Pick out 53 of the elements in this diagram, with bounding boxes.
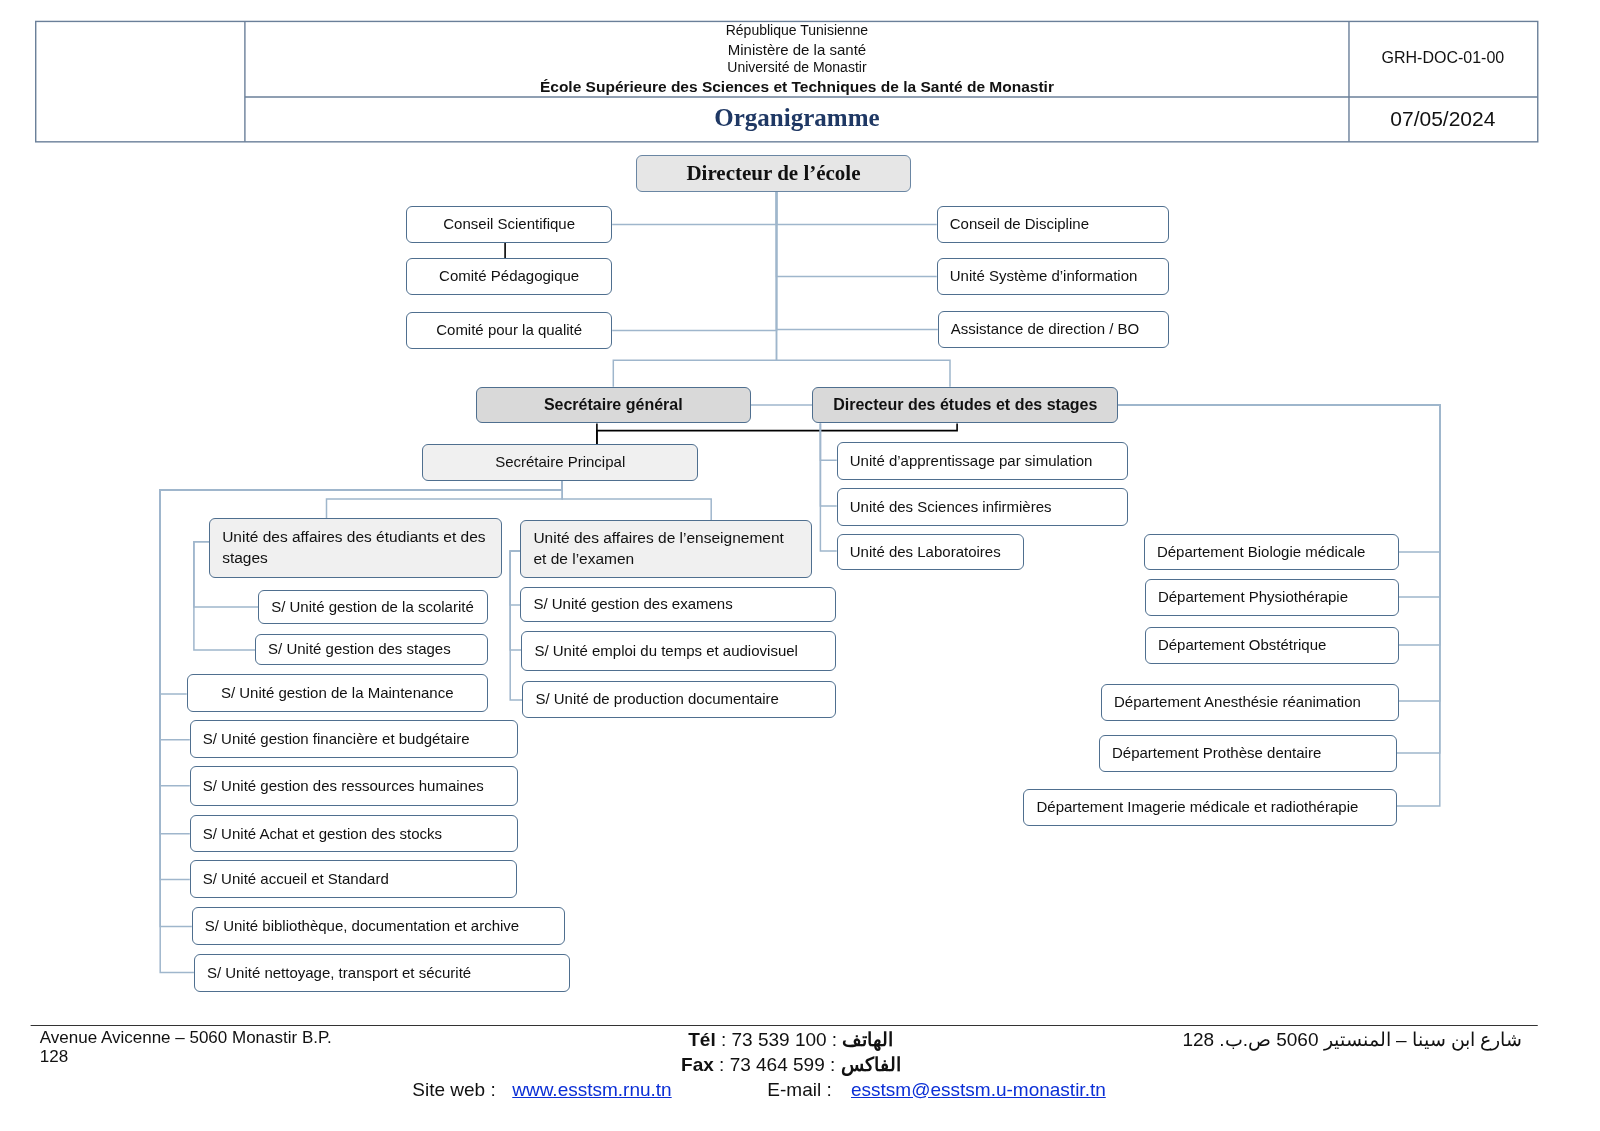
unit-box: Unité des affaires de l’enseignement et de l’examen: [520, 520, 813, 578]
header-text: Ministère de la santé: [727, 40, 867, 58]
manager-box: Directeur des études et des stages: [812, 386, 1119, 424]
unit-box: S/ Unité gestion des examens: [520, 586, 836, 623]
connector-line: [819, 422, 838, 552]
unit-box: S/ Unité bibliothèque, documentation et archive: [191, 907, 566, 945]
unit-box: S/ Unité emploi du temps et audiovisuel: [521, 630, 836, 672]
unit-box: S/ Unité gestion de la scolarité: [258, 589, 488, 625]
unit-box: S/ Unité gestion des ressources humaines: [189, 766, 519, 807]
email-label: E-mail :: [767, 1078, 832, 1101]
header-text: Université de Monastir: [727, 59, 867, 76]
connector-line: [193, 541, 256, 651]
web-link: www.esstsm.rnu.tn: [512, 1078, 672, 1101]
unit-box: S/ Unité gestion financière et budgétaire: [189, 720, 519, 759]
unit-box: S/ Unité nettoyage, transport et sécurité: [193, 954, 571, 992]
title: Organigramme: [714, 104, 880, 133]
unit-box: S/ Unité Achat et gestion des stocks: [189, 815, 519, 853]
unit-box: Assistance de direction / BO: [937, 311, 1170, 348]
unit-box: Département Imagerie médicale et radiothérapie: [1023, 788, 1397, 826]
unit-box: Département Anesthésie réanimation: [1101, 683, 1399, 722]
unit-box: Conseil Scientifique: [406, 206, 613, 243]
secretary-box: Secrétaire Principal: [422, 443, 698, 481]
unit-box: Département Biologie médicale: [1143, 533, 1399, 571]
connector-line: [775, 191, 951, 388]
address-text: Avenue Avicenne – 5060 Monastir B.P. 128: [39, 1027, 333, 1067]
address-text: شارع ابن سينا – المنستير 5060 ص.ب. 128: [1182, 1027, 1523, 1051]
email-link: esstsm@esstsm.u-monastir.tn: [851, 1078, 1106, 1101]
connector-line: [596, 422, 958, 445]
unit-box: Département Prothèse dentaire: [1098, 734, 1397, 773]
unit-box: S/ Unité gestion de la Maintenance: [186, 674, 488, 713]
unit-box: Département Obstétrique: [1144, 626, 1399, 665]
unit-box: S/ Unité gestion des stages: [255, 633, 488, 666]
unit-box: Unité des affaires des étudiants et des stages: [209, 518, 502, 578]
unit-box: Comité Pédagogique: [406, 258, 613, 295]
header-text: République Tunisienne: [725, 22, 869, 39]
document-date: 07/05/2024: [1390, 107, 1496, 132]
manager-box: Secrétaire général: [475, 386, 751, 424]
unit-box: Unité des Laboratoires: [836, 533, 1025, 571]
unit-box: Département Physiothérapie: [1144, 578, 1399, 617]
web-label: Site web :: [412, 1078, 496, 1101]
unit-box: Unité des Sciences infirmières: [836, 487, 1128, 526]
document-code: GRH-DOC-01-00: [1381, 48, 1505, 67]
unit-box: S/ Unité accueil et Standard: [189, 860, 518, 898]
connector-line: [750, 404, 813, 406]
connector-line: [504, 242, 506, 259]
unit-box: S/ Unité de production documentaire: [522, 680, 836, 719]
director-box: Directeur de l’école: [635, 155, 912, 192]
unit-box: Unité d’apprentissage par simulation: [836, 441, 1128, 480]
unit-box: Comité pour la qualité: [406, 312, 613, 349]
unit-box: Conseil de Discipline: [936, 206, 1170, 243]
institution-name: École Supérieure des Sciences et Techniques de la Santé de Monastir: [539, 77, 1054, 96]
connector-line: [509, 550, 524, 701]
unit-box: Unité Système d’information: [936, 258, 1170, 295]
